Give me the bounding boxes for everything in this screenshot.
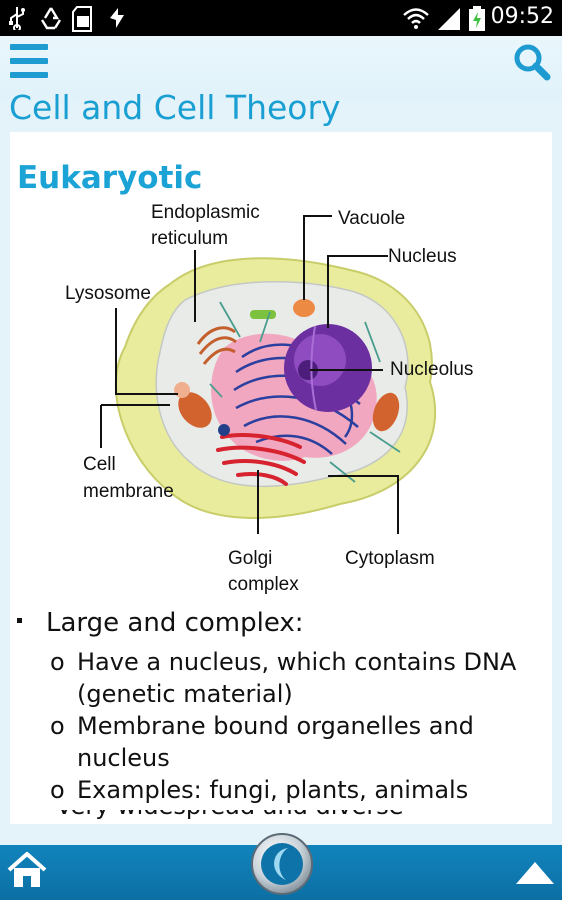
status-time: 09:52 (490, 4, 554, 29)
bullet-dot (17, 618, 22, 623)
label-lysosome: Lysosome (65, 283, 151, 304)
golgi-shape (216, 433, 306, 486)
recycle-icon (40, 7, 62, 30)
label-golgi-1: Golgi (228, 548, 272, 569)
signal-icon (438, 8, 460, 30)
home-icon[interactable] (6, 850, 48, 890)
scroll-up-icon[interactable] (514, 858, 556, 886)
app-logo-icon[interactable] (250, 832, 314, 896)
sub-bullet-text: Membrane bound organelles and nucleus (77, 712, 474, 772)
battery-charging-icon (469, 6, 485, 31)
sub-bullet-marker: o (50, 648, 65, 676)
sub-bullet-text: Have a nucleus, which contains DNA (gene… (77, 648, 517, 708)
label-nucleolus: Nucleolus (390, 359, 473, 380)
sub-bullet: o Membrane bound organelles and nucleus (50, 710, 520, 774)
sd-card-icon (72, 6, 92, 32)
sub-bullet: o Have a nucleus, which contains DNA (ge… (50, 646, 520, 710)
wifi-icon (403, 8, 429, 29)
sub-bullet-marker: o (50, 776, 65, 804)
cut-off-text: Very widespread and diverse (56, 810, 476, 824)
label-membrane-2: membrane (83, 481, 174, 502)
menu-icon[interactable] (10, 44, 48, 82)
sub-bullet: o Examples: fungi, plants, animals (50, 774, 520, 806)
label-er-1: Endoplasmic (151, 202, 260, 223)
content-card: Eukaryotic (10, 132, 552, 824)
vacuole-shape (293, 299, 315, 317)
lysosome-shape (178, 392, 212, 428)
sync-icon (110, 8, 124, 28)
sub-bullet-marker: o (50, 712, 65, 740)
bullet-main: Large and complex: (46, 608, 304, 638)
app-header (0, 36, 562, 100)
page-title: Cell and Cell Theory (9, 88, 341, 127)
eukaryotic-cell-diagram: Endoplasmic reticulum Vacuole Nucleus Ly… (65, 202, 473, 595)
usb-icon (9, 7, 25, 30)
label-membrane-1: Cell (83, 454, 116, 475)
label-er-2: reticulum (151, 228, 228, 249)
cut-off-text-content: Very widespread and diverse (56, 810, 404, 820)
sub-bullet-text: Examples: fungi, plants, animals (77, 776, 469, 804)
label-cytoplasm: Cytoplasm (345, 548, 435, 569)
nucleolus-shape (298, 360, 318, 380)
leader-lines (100, 215, 399, 534)
label-golgi-2: complex (228, 574, 299, 595)
search-icon[interactable] (512, 42, 552, 82)
section-heading: Eukaryotic (17, 160, 203, 196)
label-nucleus: Nucleus (388, 246, 457, 267)
status-bar: 09:52 (0, 0, 562, 36)
label-vacuole: Vacuole (338, 208, 405, 229)
